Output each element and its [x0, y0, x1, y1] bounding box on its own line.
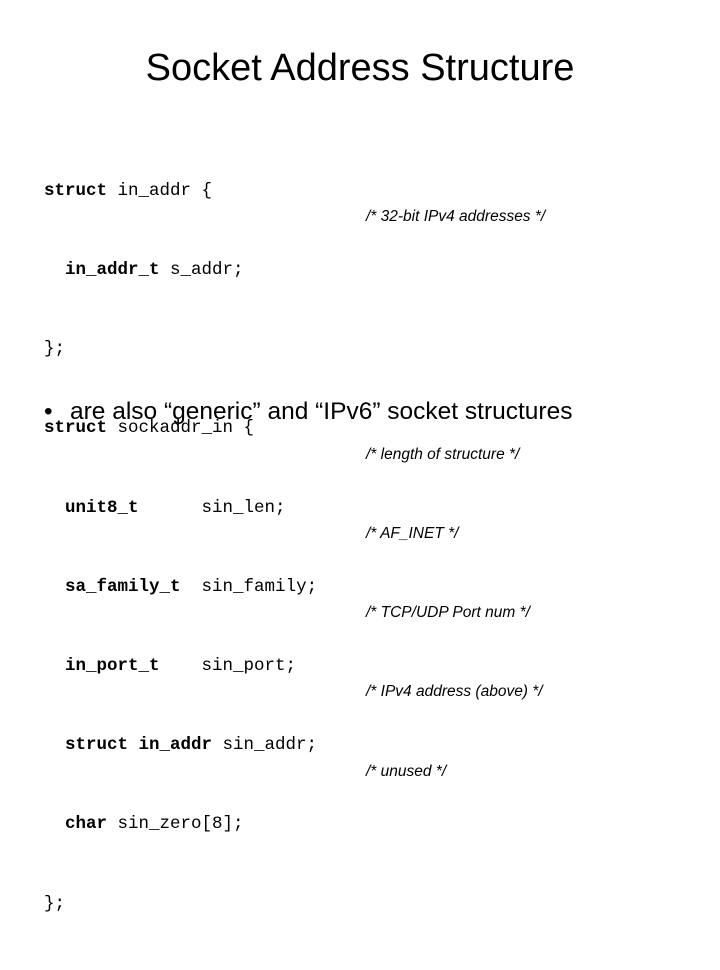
code-text: sin_addr;: [212, 735, 318, 756]
code-comments: /* 32-bit IPv4 addresses */ /* length of…: [366, 151, 545, 837]
code-line: sa_family_t sin_family;: [44, 574, 317, 600]
code-indent: [44, 260, 65, 280]
code-line: };: [44, 891, 317, 917]
code-keyword: struct: [44, 180, 108, 201]
bullet-icon: •: [44, 398, 53, 425]
code-line: struct in_addr {: [44, 178, 317, 204]
code-text: sockaddr_in {: [107, 418, 255, 439]
code-comment: /* AF_INET */: [366, 525, 459, 543]
code-keyword: struct: [44, 418, 108, 439]
code-comment: [366, 283, 545, 309]
code-comment: /* TCP/UDP Port num */: [366, 604, 530, 622]
code-line: unit8_t sin_len;: [44, 495, 317, 521]
code-line: struct in_addr sin_addr;: [44, 732, 317, 758]
code-text: s_addr;: [159, 260, 244, 281]
code-indent: [44, 577, 65, 597]
code-comment: /* 32-bit IPv4 addresses */: [366, 208, 546, 226]
code-keyword: struct in_addr: [65, 735, 213, 756]
code-text: };: [44, 339, 66, 360]
code-line: in_port_t sin_port;: [44, 653, 317, 679]
bullet-text: are also “generic” and “IPv6” socket str…: [70, 398, 573, 425]
code-comment: /* unused */: [366, 762, 447, 780]
slide-title: Socket Address Structure: [145, 47, 575, 89]
code-indent: [44, 735, 65, 755]
code-keyword: in_port_t: [65, 656, 160, 677]
code-text: };: [44, 893, 66, 914]
code-indent: [44, 656, 65, 676]
code-line: struct sockaddr_in {: [44, 415, 317, 441]
code-text: sin_zero[8];: [107, 814, 244, 835]
code-text: sin_family;: [180, 576, 318, 597]
code-comment: /* length of structure */: [366, 445, 520, 463]
code-line: in_addr_t s_addr;: [44, 257, 317, 283]
code-line: };: [44, 336, 317, 362]
code-keyword: in_addr_t: [65, 260, 160, 281]
code-text: in_addr {: [107, 180, 213, 201]
code-line: char sin_zero[8];: [44, 811, 317, 837]
code-keyword: unit8_t: [65, 497, 139, 518]
slide: Socket Address Structure struct in_addr …: [44, 47, 575, 914]
code-indent: [44, 498, 65, 518]
code-keyword: sa_family_t: [65, 576, 181, 597]
bullet-point: • are also “generic” and “IPv6” socket st…: [44, 394, 572, 430]
code-comment: /* IPv4 address (above) */: [366, 683, 543, 701]
code-indent: [44, 814, 65, 834]
code-block: struct in_addr { in_addr_t s_addr; }; st…: [44, 125, 317, 970]
code-text: sin_len;: [138, 497, 286, 518]
code-text: sin_port;: [159, 656, 297, 677]
code-keyword: char: [65, 814, 108, 835]
code-comment: [366, 363, 545, 389]
